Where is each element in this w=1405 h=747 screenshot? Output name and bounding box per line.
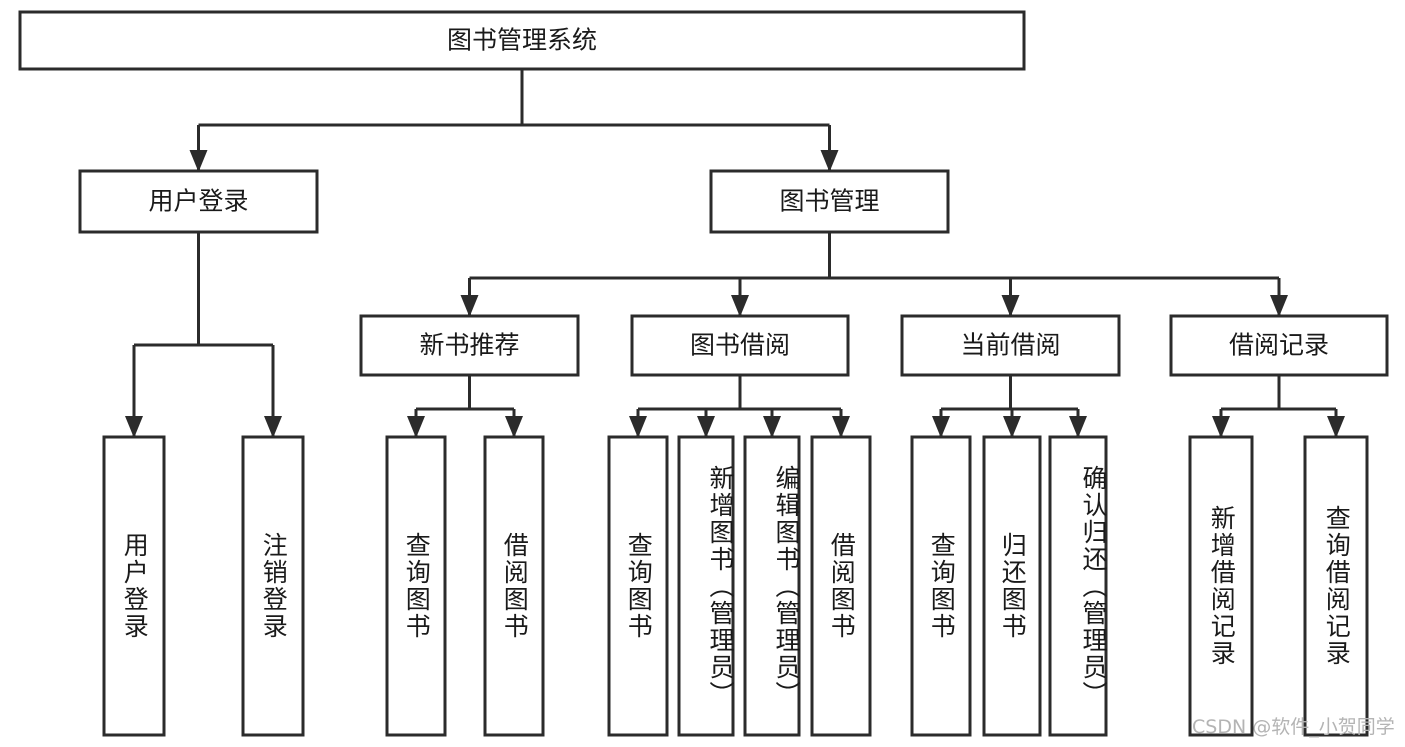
node-leaf-add-book[interactable] — [677, 435, 735, 737]
node-rect[interactable] — [483, 435, 545, 737]
arrow-head-icon — [1003, 416, 1021, 438]
arrow-head-icon — [1069, 416, 1087, 438]
node-leaf-borrow-book-2[interactable] — [810, 435, 872, 737]
arrow-head-icon — [1212, 416, 1230, 438]
node-rect[interactable] — [709, 169, 950, 234]
node-rect[interactable] — [910, 435, 972, 737]
node-rect[interactable] — [359, 314, 580, 377]
node-leaf-user-login[interactable] — [102, 435, 166, 737]
node-rect[interactable] — [630, 314, 850, 377]
node-leaf-confirm-return[interactable] — [1048, 435, 1108, 737]
node-rect[interactable] — [607, 435, 669, 737]
node-label: 新书推荐 — [419, 331, 519, 360]
arrow-head-icon — [460, 295, 479, 317]
node-root[interactable]: 图书管理系统 — [18, 10, 1026, 71]
node-leaf-user-logout[interactable] — [241, 435, 305, 737]
node-book-borrow[interactable]: 图书借阅 — [630, 314, 850, 377]
node-label: 图书借阅 — [690, 331, 790, 360]
node-label: 图书管理系统 — [447, 26, 597, 55]
node-label: 借阅记录 — [1229, 331, 1329, 360]
node-rect[interactable] — [677, 435, 735, 737]
node-user-login[interactable]: 用户登录 — [78, 169, 319, 234]
arrow-head-icon — [731, 295, 749, 317]
node-leaf-query-book-1[interactable] — [385, 435, 447, 737]
node-rect[interactable] — [102, 435, 166, 737]
node-leaf-add-record[interactable] — [1188, 435, 1254, 737]
node-rect[interactable] — [385, 435, 447, 737]
node-rect[interactable] — [1169, 314, 1389, 377]
arrow-head-icon — [763, 416, 781, 438]
node-rect[interactable] — [78, 169, 319, 234]
node-rect[interactable] — [743, 435, 801, 737]
node-book-management[interactable]: 图书管理 — [709, 169, 950, 234]
node-leaf-return-book[interactable] — [982, 435, 1042, 737]
node-rect[interactable] — [900, 314, 1121, 377]
arrow-head-icon — [1327, 416, 1345, 438]
arrow-head-icon — [820, 150, 839, 172]
arrow-head-icon — [125, 416, 143, 438]
node-label: 图书管理 — [779, 187, 879, 216]
node-label: 用户登录 — [148, 187, 248, 216]
node-rect[interactable] — [18, 10, 1026, 71]
watermark-text: CSDN @软件_小贺同学 — [1192, 716, 1395, 738]
arrow-head-icon — [189, 150, 208, 172]
node-leaf-query-book-3[interactable] — [910, 435, 972, 737]
arrow-head-icon — [629, 416, 647, 438]
node-rect[interactable] — [982, 435, 1042, 737]
node-rect[interactable] — [1303, 435, 1369, 737]
arrow-head-icon — [1001, 295, 1020, 317]
node-rect[interactable] — [1188, 435, 1254, 737]
arrow-head-icon — [697, 416, 715, 438]
node-rect[interactable] — [810, 435, 872, 737]
node-rect[interactable] — [1048, 435, 1108, 737]
node-rect[interactable] — [241, 435, 305, 737]
node-leaf-borrow-book-1[interactable] — [483, 435, 545, 737]
node-leaf-edit-book[interactable] — [743, 435, 801, 737]
arrow-head-icon — [505, 416, 523, 438]
arrow-head-icon — [1270, 295, 1288, 317]
arrow-head-icon — [832, 416, 850, 438]
connector-layer — [125, 69, 1345, 438]
node-new-book-recommend[interactable]: 新书推荐 — [359, 314, 580, 377]
node-borrow-record[interactable]: 借阅记录 — [1169, 314, 1389, 377]
arrow-head-icon — [932, 416, 950, 438]
node-current-borrow[interactable]: 当前借阅 — [900, 314, 1121, 377]
node-leaf-query-record[interactable] — [1303, 435, 1369, 737]
node-label: 当前借阅 — [960, 331, 1060, 360]
arrow-head-icon — [264, 416, 282, 438]
node-leaf-query-book-2[interactable] — [607, 435, 669, 737]
arrow-head-icon — [407, 416, 425, 438]
